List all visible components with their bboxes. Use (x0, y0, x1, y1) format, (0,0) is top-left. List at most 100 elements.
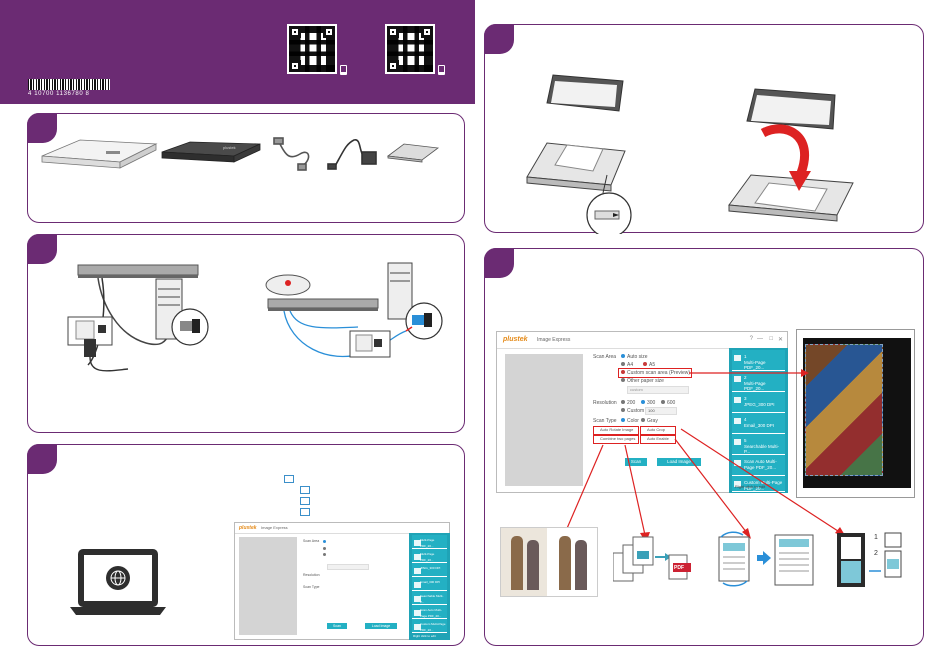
scanner-lid-open-icon (41, 139, 158, 169)
scan-button[interactable]: Scan (625, 458, 647, 466)
custom-area-label: Custom scan area (Preview) (627, 370, 691, 376)
globe-icon (110, 570, 126, 586)
app-window-small: plustek Image Express Scan Area Resoluti… (234, 522, 450, 640)
help-icon[interactable]: ? (749, 336, 753, 342)
task-button[interactable]: Multi-Page PDF_20... (412, 535, 447, 549)
custom-area-radio[interactable] (621, 370, 625, 374)
resolution-label: Resolution (593, 400, 617, 406)
task-button[interactable]: JPEG_300 DPI (412, 563, 447, 577)
scanner-closed-icon: plustek (161, 141, 261, 163)
wall-outlet-icon (349, 330, 391, 358)
task-button[interactable]: Searchable Multi-P... (412, 591, 447, 605)
app-window: plustek Image Express ? — □ ✕ Scan Area … (496, 331, 788, 493)
corner-zoom-icon (586, 174, 632, 234)
header-banner: 4 10700 1136780 8 (0, 0, 475, 104)
quick-guide-icon (386, 143, 440, 163)
res-300-radio[interactable] (641, 400, 645, 404)
picture-icon (284, 475, 294, 483)
auto-size-radio[interactable] (621, 354, 625, 358)
auto-enable-checkbox[interactable]: Auto Enable (647, 436, 669, 441)
photo-collage (805, 344, 883, 476)
barcode (28, 79, 110, 90)
close-icon[interactable]: ✕ (777, 337, 783, 343)
power-adapter-icon (327, 139, 377, 170)
auto-rotate-sample-photo (500, 527, 598, 597)
highlight-combine (593, 435, 639, 444)
combine-pages-checkbox[interactable]: Combine two pages (600, 436, 636, 441)
step-number-badge (484, 248, 514, 278)
load-image-button[interactable]: Load Image (657, 458, 701, 466)
color-radio[interactable] (621, 418, 625, 422)
scan-type-label: Scan Type (593, 418, 617, 424)
gray-label: Gray (647, 418, 658, 424)
ocr-pdf-icon (613, 536, 691, 582)
barcode-number: 4 10700 1136780 8 (28, 91, 90, 97)
auto-crop-checkbox[interactable]: Auto Crop (647, 427, 666, 432)
laptop-icon (70, 549, 166, 615)
adapter-zoom-icon (265, 274, 311, 296)
scan-result-preview (796, 329, 915, 498)
res-600-radio[interactable] (661, 400, 665, 404)
phone-icon (340, 65, 347, 75)
step-number-badge (27, 113, 57, 143)
minimize-icon[interactable]: — (757, 336, 763, 342)
task-button[interactable]: Email_300 DPI (412, 577, 447, 591)
auto-rotate-checkbox[interactable]: Auto Rotate Image (600, 427, 634, 432)
res-300-label: 300 (647, 400, 656, 406)
panel-place-document (484, 24, 924, 234)
a4-label: A4 (627, 362, 634, 368)
scan-button[interactable]: Scan (327, 623, 347, 629)
panel-scan-features: plustek Image Express ? — □ ✕ Scan Area … (484, 248, 924, 646)
maximize-icon[interactable]: □ (769, 336, 773, 342)
pdf-label: PDF (674, 565, 684, 571)
gray-radio[interactable] (641, 418, 645, 422)
panel-install-software: plustek Image Express Scan Area Resoluti… (27, 444, 465, 646)
right-click-hint: Right click to edit (735, 484, 766, 489)
highlight-auto-crop (640, 426, 676, 435)
a5-radio[interactable] (643, 362, 647, 366)
settings-area: Scan Area Resolution Scan Type (303, 539, 403, 619)
phone-icon (438, 65, 445, 75)
app-title: Image Express (261, 525, 288, 530)
scanner-lid-closing-icon (728, 88, 854, 222)
scan-area-label: Scan Area (593, 354, 617, 360)
color-label: Color (627, 418, 639, 424)
picture-icon (300, 497, 310, 505)
step-number-badge (484, 24, 514, 54)
power-adapter-icon (84, 339, 129, 372)
task-button[interactable]: Scan Auto Multi-Page PDF_20... (412, 605, 447, 619)
app-title: Image Express (537, 337, 571, 343)
preview-pane (239, 537, 297, 635)
a4-radio[interactable] (621, 362, 625, 366)
paper-size-select[interactable]: custom (627, 386, 689, 394)
task-button[interactable]: Multi-Page PDF_20... (412, 549, 447, 563)
res-200-radio[interactable] (621, 400, 625, 404)
res-custom-radio[interactable] (621, 408, 625, 412)
auto-size-label: Auto size (627, 354, 648, 360)
svg-text:plustek: plustek (223, 145, 236, 150)
step-number-badge (27, 234, 57, 264)
scanner-side-view-icon (267, 298, 379, 311)
preview-pane (505, 354, 583, 486)
task-button[interactable]: Custom Multi-Page PDF_20... (412, 619, 447, 633)
other-paper-label: Other paper size (627, 378, 664, 384)
a5-label: A5 (649, 362, 656, 368)
qr-code-ios (287, 24, 337, 74)
combine-pages-icon (837, 532, 902, 587)
usb-port-zoom-icon (171, 308, 209, 346)
other-paper-radio[interactable] (621, 378, 625, 382)
auto-crop-icon (718, 531, 814, 587)
picture-icon (300, 486, 310, 494)
combine-step-1: 1 (874, 534, 878, 541)
scanner-side-view-icon (77, 264, 199, 278)
load-image-button[interactable]: Load Image (365, 623, 397, 629)
res-200-label: 200 (627, 400, 636, 406)
panel-package-contents: plustek (27, 113, 465, 223)
res-custom-input[interactable]: 100 (645, 407, 677, 415)
